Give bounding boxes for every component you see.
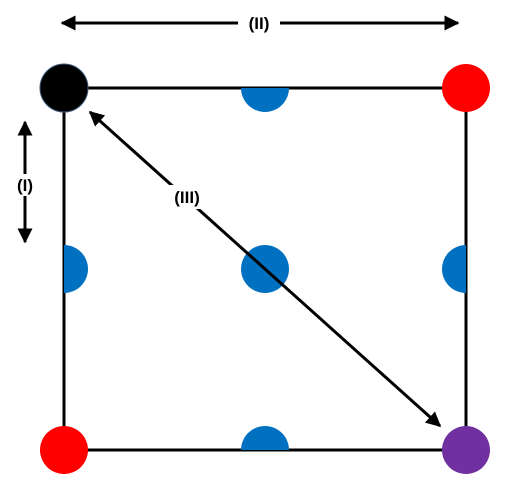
top-edge-half-site [241, 88, 289, 112]
right-edge-half-site [442, 245, 466, 293]
left-edge-half-site [64, 245, 88, 293]
diagonal-arrow [88, 110, 442, 428]
corner-top-left-atom [39, 63, 89, 113]
horizontal-arrow-label: (II) [249, 14, 270, 33]
diagonal-arrow-label: (III) [174, 188, 200, 207]
bottom-edge-half-site [241, 426, 289, 450]
corner-bottom-right-atom [442, 426, 490, 474]
corner-top-right-atom [442, 64, 490, 112]
diagonal-label-backdrop [164, 185, 210, 209]
vertical-label-backdrop [10, 174, 40, 196]
corner-bottom-left-atom [40, 426, 88, 474]
horizontal-label-backdrop [238, 12, 280, 34]
vertical-arrow-label: (I) [17, 176, 33, 195]
